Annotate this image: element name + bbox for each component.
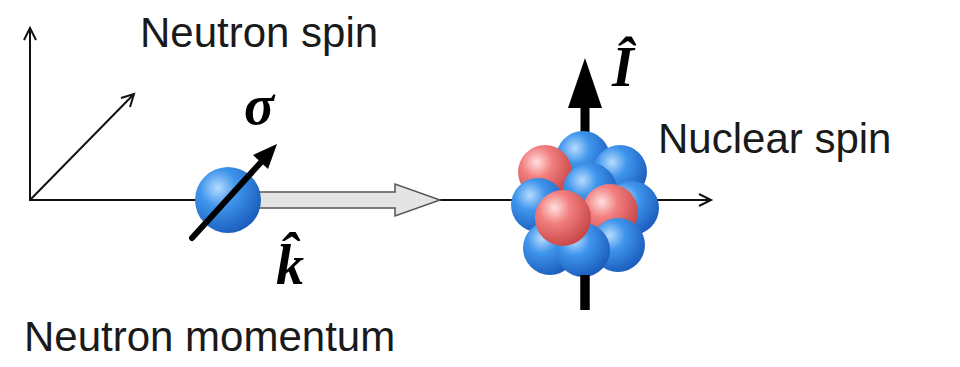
axis-arrowhead (699, 194, 711, 206)
momentum-symbol: k̂ (276, 232, 304, 299)
nuclear-spin-symbol: Î (612, 34, 634, 101)
axis-label: Neutron spin (140, 10, 378, 56)
axis-line (30, 95, 133, 200)
nuclear-spin-arrowhead (568, 58, 602, 108)
nuclear-spin-arrow (581, 275, 590, 310)
axis-label: Neutron momentum (24, 314, 395, 360)
axis-label: Nuclear spin (658, 116, 891, 162)
axis-arrowhead (121, 94, 134, 107)
axis-arrowhead (24, 28, 36, 40)
spin-symbol: σ (244, 72, 274, 139)
nucleus (511, 131, 659, 277)
momentum-arrow (255, 184, 440, 216)
spin-arrow (192, 160, 263, 238)
axis-line (29, 30, 31, 201)
spin-arrowhead (253, 144, 277, 169)
